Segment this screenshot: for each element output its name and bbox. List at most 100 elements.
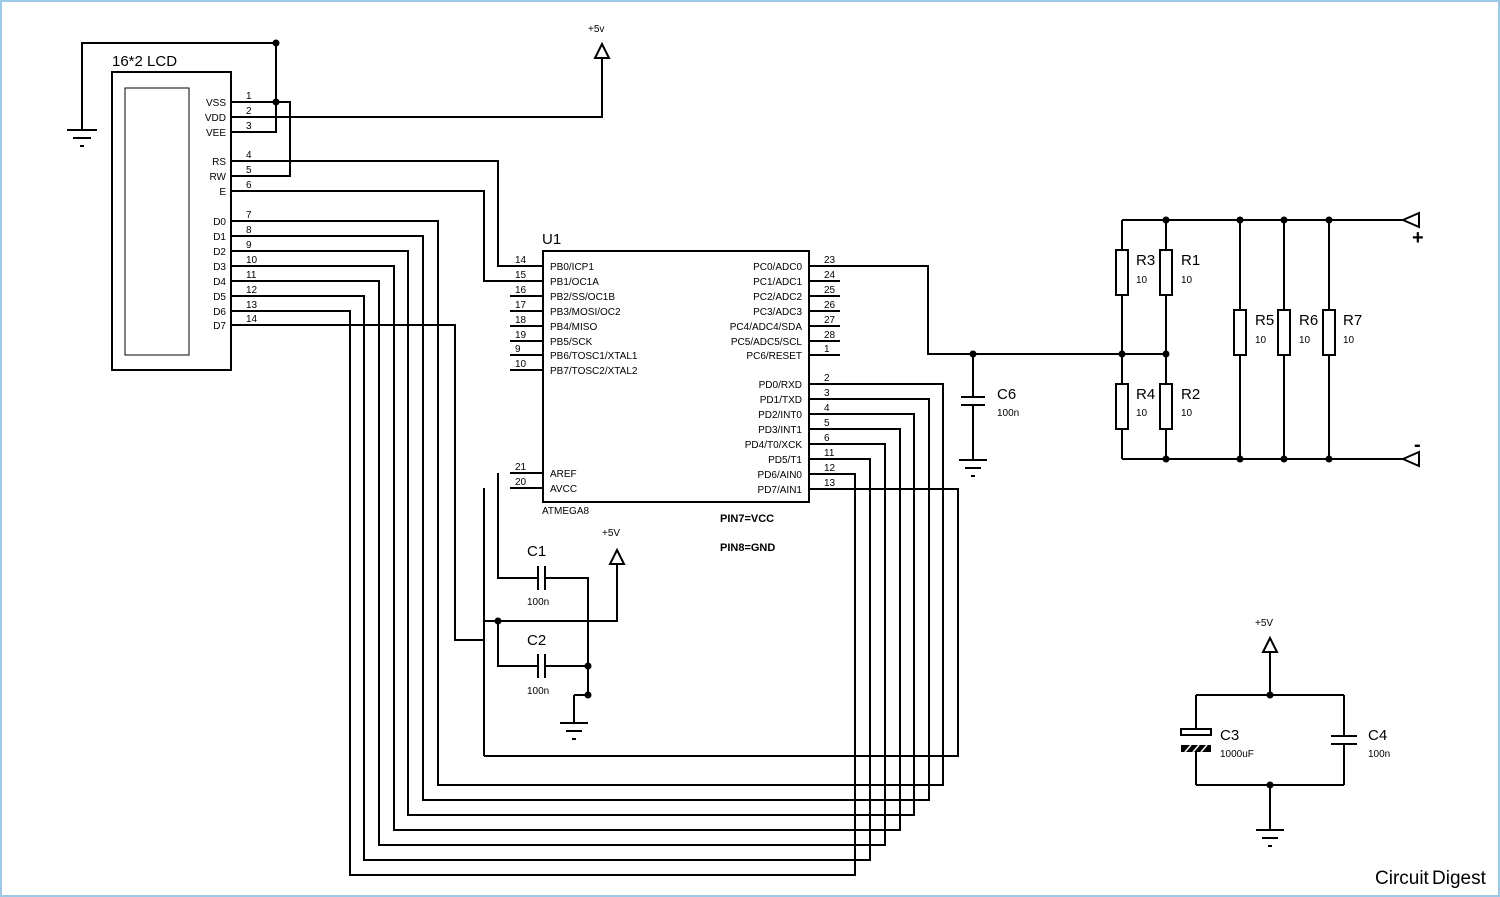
r4-value: 10 (1136, 408, 1148, 419)
lcd-pin-number: 14 (246, 314, 258, 325)
mcu-pin-name: PC3/ADC3 (753, 307, 802, 318)
mcu-pin-number: 13 (824, 478, 836, 489)
wire-avcc-5v (484, 564, 618, 622)
c2-value: 100n (527, 686, 549, 697)
wire-gnd-drop (573, 694, 588, 723)
resistor-r1 (1159, 249, 1173, 296)
lcd-pin-number: 1 (246, 91, 252, 102)
c4-value: 100n (1368, 749, 1390, 760)
ground-symbol (67, 129, 97, 147)
mcu-pin-number: 2 (824, 373, 830, 384)
c4-ref: C4 (1368, 727, 1387, 744)
mcu-pin-name: PB5/SCK (550, 337, 593, 348)
mcu-pin-name: PD5/T1 (768, 455, 802, 466)
r3-value: 10 (1136, 275, 1148, 286)
resistor-network: C6 100n R3 10 R1 10 (840, 211, 1424, 477)
resistor-r4 (1115, 383, 1129, 430)
lcd-pin-name: D5 (213, 292, 226, 303)
lcd-pin-number: 3 (246, 121, 252, 132)
c1-ref: C1 (527, 543, 546, 560)
mcu-pin-number: 4 (824, 403, 830, 414)
mcu-pin-name: PC6/RESET (746, 351, 802, 362)
mcu-pin-number: 12 (824, 463, 836, 474)
power-5v-avcc-symbol: +5V (602, 528, 626, 565)
lcd-pin-number: 13 (246, 300, 258, 311)
mcu-pin-name: PB4/MISO (550, 322, 597, 333)
lcd-pin-number: 6 (246, 180, 252, 191)
mcu-pin-name: PC2/ADC2 (753, 292, 802, 303)
lcd-pin-number: 7 (246, 210, 252, 221)
mcu-pin-name: PC5/ADC5/SCL (731, 337, 803, 348)
c1-value: 100n (527, 597, 549, 608)
lcd-pin-number: 10 (246, 255, 258, 266)
brand-logo: Circuit Digest (1375, 868, 1487, 889)
mcu-pin-name: PD2/INT0 (758, 410, 802, 421)
mcu-pin-number: 17 (515, 300, 527, 311)
resistor-r7 (1322, 309, 1336, 356)
data-line-d7 (262, 324, 959, 757)
r7-ref: R7 (1343, 312, 1362, 329)
lcd-pin-name: VEE (206, 128, 226, 139)
mcu-pin-name: PB1/OC1A (550, 277, 599, 288)
mcu-pin-name: PC0/ADC0 (753, 262, 802, 273)
wire-adc0 (840, 265, 1122, 355)
lcd-pin-name: D7 (213, 321, 226, 332)
r5-ref: R5 (1255, 312, 1274, 329)
r1-value: 10 (1181, 275, 1193, 286)
lcd-screen (124, 87, 190, 356)
mcu-pin-number: 27 (824, 315, 836, 326)
mcu-pin-number: 5 (824, 418, 830, 429)
mcu-body (542, 250, 810, 503)
wire-e-pb1 (231, 190, 510, 282)
mcu-pin-name: PB2/SS/OC1B (550, 292, 615, 303)
resistor-r6 (1277, 309, 1291, 356)
mcu-pin-name: PD0/RXD (759, 380, 802, 391)
lcd-pin-group: VSS1VDD2VEE3RS4RW5E6D07D18D29D310D411D51… (205, 91, 262, 332)
ground-symbol (560, 722, 588, 740)
mcu-pin-name: AREF (550, 469, 577, 480)
lcd-module: 16*2 LCD VSS1VDD2VEE3RS4RW5E6D07D18D29D3… (111, 53, 262, 371)
ground-symbol (1256, 829, 1284, 847)
r5-value: 10 (1255, 335, 1267, 346)
mcu-pin-name: PB6/TOSC1/XTAL1 (550, 351, 638, 362)
power-5v-symbol: +5v (588, 24, 611, 59)
mcu-pin-number: 14 (515, 255, 527, 266)
lcd-pin-number: 8 (246, 225, 252, 236)
c3-value: 1000uF (1220, 749, 1254, 760)
resistor-r3 (1115, 249, 1129, 296)
r4-ref: R4 (1136, 386, 1155, 403)
mcu-pin-number: 1 (824, 344, 830, 355)
terminal-minus-icon (1400, 450, 1420, 468)
mcu-ref: U1 (542, 231, 561, 248)
lcd-pin-name: D6 (213, 307, 226, 318)
wire-avcc-c2 (497, 621, 538, 667)
ground-symbol (959, 459, 987, 477)
mcu-pin-number: 25 (824, 285, 836, 296)
wire-rs-pb0 (231, 160, 510, 267)
lcd-pin-name: D3 (213, 262, 226, 273)
wire-c1-gnd (545, 577, 589, 695)
mcu-pin-name: PD3/INT1 (758, 425, 802, 436)
data-line-d2 (262, 250, 915, 816)
power-5v-label: +5v (588, 24, 604, 35)
mcu-pin-name: PC4/ADC4/SDA (730, 322, 803, 333)
r3-ref: R3 (1136, 252, 1155, 269)
mcu-pin-name: PD4/T0/XCK (745, 440, 803, 451)
c3-hatch (1184, 744, 1208, 753)
microcontroller: U1 ATMEGA8 PB0/ICP114PB1/OC1A15PB2/SS/OC… (510, 231, 840, 554)
mcu-pin-number: 21 (515, 462, 527, 473)
mcu-right-pin-group: PC0/ADC023PC1/ADC124PC2/ADC225PC3/ADC326… (730, 255, 840, 496)
r7-value: 10 (1343, 335, 1355, 346)
c6-ref: C6 (997, 386, 1016, 403)
lcd-pin-name: D0 (213, 217, 226, 228)
wire-aref-c1 (497, 473, 538, 579)
mcu-pin-number: 19 (515, 330, 527, 341)
r2-ref: R2 (1181, 386, 1200, 403)
lcd-power-wiring: +5v (67, 24, 611, 177)
mcu-pin-number: 16 (515, 285, 527, 296)
junction-dot (1266, 691, 1274, 699)
mcu-pin-number: 15 (515, 270, 527, 281)
mcu-pin-name: PD1/TXD (760, 395, 802, 406)
r6-ref: R6 (1299, 312, 1318, 329)
